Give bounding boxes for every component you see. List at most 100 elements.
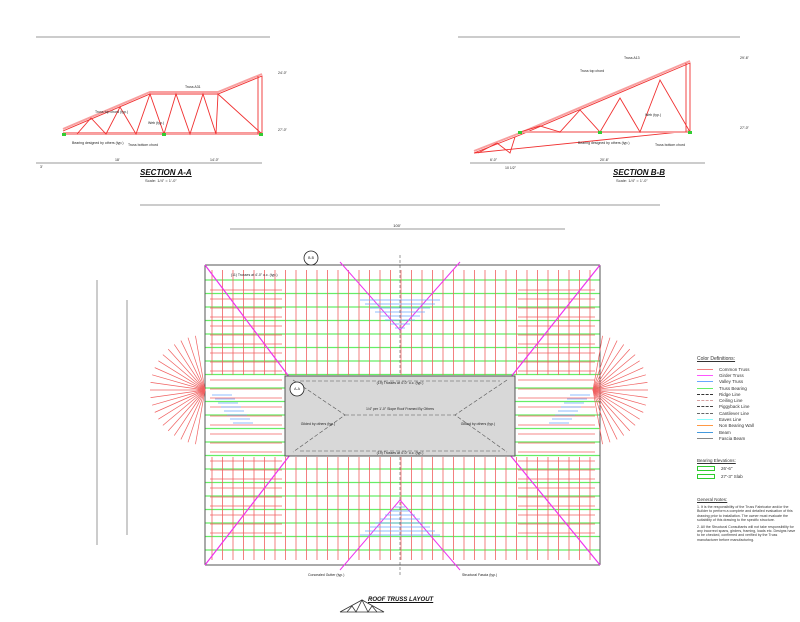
girder-truss	[509, 264, 601, 379]
left-note: Gilded by others (typ.)	[301, 422, 335, 426]
legend-item: Ridge Line	[697, 391, 797, 397]
fan-truss	[592, 389, 648, 399]
fan-truss	[592, 360, 640, 391]
section-a-scale: Scale: 1/4" = 1'-0"	[145, 178, 177, 183]
side-trusses-note: (11) Trusses at 4'-0" o.c. (typ.)	[231, 273, 278, 277]
fan-truss	[592, 389, 625, 436]
fan-truss	[592, 374, 646, 391]
plan-title: ROOF TRUSS LAYOUT	[368, 597, 434, 603]
gutter-note: Concealed Gutter (typ.)	[308, 573, 344, 577]
legend-label: Non Bearing Wall	[719, 423, 754, 429]
fan-truss	[592, 389, 618, 440]
legend-label: Fascia Beam	[719, 435, 746, 441]
legend-swatch	[697, 387, 713, 389]
legend-swatch	[697, 400, 713, 402]
legend-item: Non Bearing Wall	[697, 423, 797, 429]
legend-item: Girder Truss	[697, 372, 797, 378]
legend-item: Cantilever Line	[697, 410, 797, 416]
fan-truss	[592, 389, 603, 445]
legend-label: Ceiling Line	[719, 398, 743, 404]
fan-truss	[592, 389, 611, 443]
center-note: 1/4" per 1'-0" Slope Roof Framed By Othe…	[366, 407, 434, 411]
legend-swatch	[697, 419, 713, 421]
fan-truss	[592, 335, 603, 391]
fan-truss	[592, 389, 631, 432]
fan-truss	[173, 389, 206, 436]
section-a-truss	[36, 36, 270, 164]
legend-item: Valley Truss	[697, 379, 797, 385]
section-a-title: SECTION A-A	[140, 168, 192, 177]
fan-truss	[187, 389, 206, 443]
truss-logo-icon	[339, 599, 385, 613]
fan-truss	[187, 337, 206, 391]
fan-truss	[167, 389, 206, 432]
girder-truss	[509, 454, 601, 566]
girder-truss	[204, 454, 291, 566]
section-marker-a[interactable]	[289, 381, 305, 397]
girder-truss	[204, 264, 291, 379]
bottom-trusses-note: (19) Trusses at 4'-0" o.c. (typ.)	[377, 451, 424, 455]
legend-swatch	[697, 437, 713, 439]
fan-truss	[162, 354, 206, 391]
flat-roof-area	[284, 375, 516, 457]
general-notes: General Notes: 1. It is the responsibili…	[697, 497, 797, 545]
fan-truss	[592, 337, 611, 391]
bearing-title: Bearing Elevations:	[697, 458, 736, 463]
fan-truss	[158, 360, 206, 391]
legend-item: Fascia Beam	[697, 435, 797, 441]
fan-truss	[195, 335, 206, 391]
legend-swatch	[697, 368, 713, 370]
legend-label: Ridge Line	[719, 391, 741, 397]
fan-truss	[180, 340, 206, 391]
fan-truss	[592, 389, 644, 413]
legend-swatch	[697, 406, 713, 408]
right-note: Gilded by others (typ.)	[461, 422, 495, 426]
section-tag-b: B-B	[308, 256, 315, 260]
legend-swatch	[697, 374, 713, 376]
section-b-title: SECTION B-B	[613, 168, 665, 177]
section-marker-b[interactable]	[303, 250, 319, 266]
note-item: 1. It is the responsibility of the Truss…	[697, 505, 793, 522]
fan-truss	[167, 348, 206, 391]
fan-truss	[154, 389, 206, 413]
legend-swatch	[697, 431, 713, 433]
legend-item: Beam	[697, 429, 797, 435]
fan-truss	[158, 389, 206, 420]
legend-title: Color Definitions:	[697, 356, 736, 362]
fan-truss	[195, 389, 206, 445]
fan-truss	[154, 367, 206, 391]
section-b-scale: Scale: 1/4" = 1'-0"	[616, 178, 648, 183]
legend-label: Valley Truss	[719, 379, 744, 385]
bearing-item: 27'-3" Slab	[721, 474, 743, 479]
section-tag-a: A-A	[294, 387, 301, 391]
fan-truss	[592, 389, 646, 406]
fan-truss	[180, 389, 206, 440]
legend-label: Piggyback Line	[719, 404, 750, 410]
fan-truss	[592, 354, 636, 391]
legend-label: Common Truss	[719, 366, 750, 372]
top-trusses-note: (19) Trusses at 4'-0" o.c. (typ.)	[377, 381, 424, 385]
fan-truss	[592, 389, 636, 426]
legend-item: Ceiling Line	[697, 397, 797, 403]
fan-truss	[152, 374, 206, 391]
legend-swatch	[697, 381, 713, 383]
fan-truss	[592, 344, 625, 391]
fan-truss	[162, 389, 206, 426]
legend-label: Truss Bearing	[719, 385, 747, 391]
fan-truss	[150, 381, 206, 391]
overall-dimension: 100'	[393, 223, 401, 228]
notes-title: General Notes:	[697, 497, 728, 502]
legend-item: Eaves Line	[697, 416, 797, 422]
legend-label: Beam	[719, 429, 731, 435]
girder-truss	[339, 261, 401, 331]
note-item: 2. All the Structural Consultants will n…	[697, 525, 796, 542]
fan-truss	[152, 389, 206, 406]
bearing-elevations: Bearing Elevations: 26'-6" 27'-3" Slab	[697, 458, 743, 482]
legend-label: Girder Truss	[719, 372, 744, 378]
bearing-item: 26'-6"	[721, 466, 733, 471]
fan-truss	[173, 344, 206, 391]
legend-item: Truss Bearing	[697, 385, 797, 391]
legend-item: Common Truss	[697, 366, 797, 372]
